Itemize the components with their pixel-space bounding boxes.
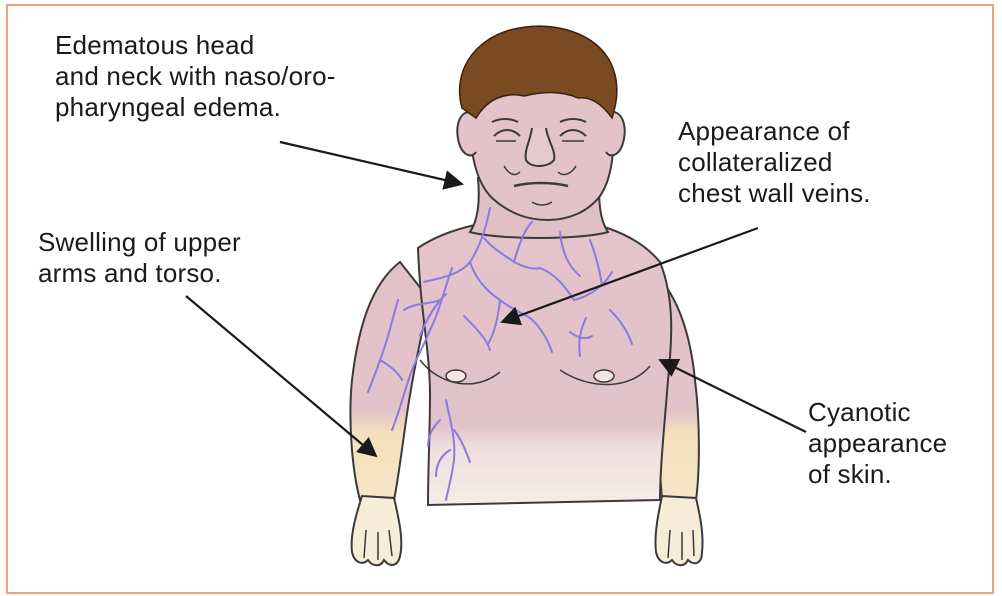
torso bbox=[418, 218, 671, 505]
label-line: pharyngeal edema. bbox=[55, 92, 336, 123]
right-nipple bbox=[594, 370, 614, 382]
right-hand bbox=[655, 496, 702, 565]
left-nipple bbox=[446, 370, 466, 382]
label-line: arms and torso. bbox=[38, 258, 241, 289]
label-line: and neck with naso/oro- bbox=[55, 61, 336, 92]
label-line: of skin. bbox=[808, 459, 947, 490]
left-arm bbox=[350, 262, 430, 500]
label-line: Edematous head bbox=[55, 30, 336, 61]
label-chest-veins: Appearance of collateralized chest wall … bbox=[678, 116, 871, 209]
arrow-edema bbox=[280, 142, 462, 184]
label-edematous-head: Edematous head and neck with naso/oro- p… bbox=[55, 30, 336, 123]
arrow-swelling bbox=[186, 296, 376, 456]
label-swelling: Swelling of upper arms and torso. bbox=[38, 227, 241, 289]
label-line: appearance bbox=[808, 428, 947, 459]
label-line: Cyanotic bbox=[808, 397, 947, 428]
label-cyanotic: Cyanotic appearance of skin. bbox=[808, 397, 947, 490]
left-hand bbox=[352, 496, 402, 565]
label-line: chest wall veins. bbox=[678, 178, 871, 209]
label-line: Swelling of upper bbox=[38, 227, 241, 258]
label-line: Appearance of bbox=[678, 116, 871, 147]
label-line: collateralized bbox=[678, 147, 871, 178]
